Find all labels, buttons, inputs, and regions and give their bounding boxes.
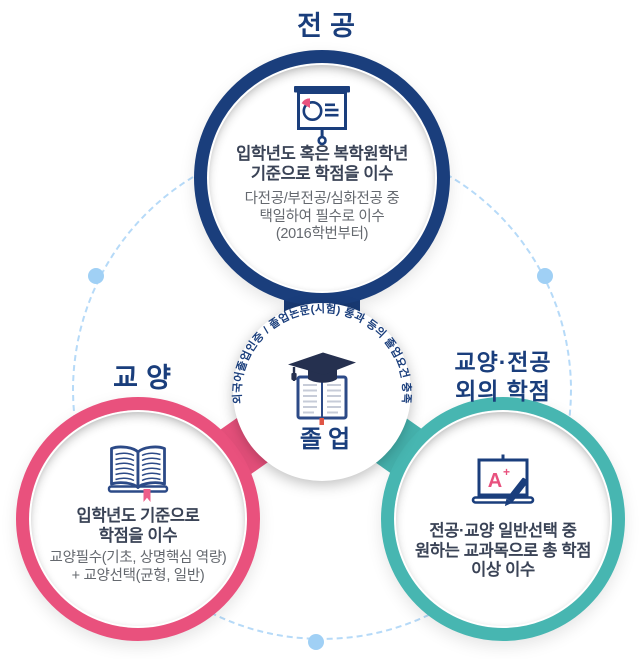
liberal-sub-text: 교양필수(기초, 상명핵심 역량) + 교양선택(균형, 일반) bbox=[8, 550, 268, 585]
presentation-chart-icon bbox=[294, 86, 350, 146]
liberal-sub-line2: + 교양선택(균형, 일반) bbox=[71, 567, 205, 584]
liberal-title: 교양 bbox=[113, 363, 180, 393]
liberal-bold-text: 입학년도 기준으로 학점을 이수 bbox=[13, 507, 263, 546]
other-credits-title-line2: 외의 학점 bbox=[455, 378, 551, 404]
major-sub-text: 다전공/부전공/심화전공 중 택일하여 필수로 이수 (2016학번부터) bbox=[177, 191, 467, 244]
major-sub-line2: 택일하여 필수로 이수 bbox=[259, 208, 385, 225]
other-bold-line1: 전공·교양 일반선택 중 bbox=[429, 522, 577, 540]
other-bold-line3: 이상 이수 bbox=[471, 561, 535, 579]
major-bold-line2: 기준으로 학점을 이수 bbox=[250, 164, 394, 183]
orbit-dot-bottom bbox=[308, 634, 324, 650]
orbit-dot-right bbox=[537, 268, 553, 284]
other-bold-text: 전공·교양 일반선택 중 원하는 교과목으로 총 학점 이상 이수 bbox=[378, 522, 628, 581]
other-credits-title-line1: 교양·전공 bbox=[454, 349, 552, 375]
major-bold-line1: 입학년도 혹은 복학원학년 bbox=[236, 145, 408, 163]
svg-text:A: A bbox=[488, 470, 502, 492]
other-credits-title: 교양·전공 외의 학점 bbox=[403, 348, 603, 406]
graduation-cap-book-icon bbox=[288, 352, 356, 425]
major-bold-text: 입학년도 혹은 복학원학년 기준으로 학점을 이수 bbox=[177, 145, 467, 184]
major-sub-line1: 다전공/부전공/심화전공 중 bbox=[244, 191, 400, 207]
other-bold-line2: 원하는 교과목으로 총 학점 bbox=[414, 541, 592, 560]
svg-text:+: + bbox=[503, 465, 510, 479]
liberal-sub-line1: 교양필수(기초, 상명핵심 역량) bbox=[49, 550, 227, 566]
orbit-dot-left bbox=[88, 268, 104, 284]
laptop-grade-icon: A + bbox=[471, 454, 535, 507]
major-sub-line3: (2016학번부터) bbox=[275, 226, 369, 242]
liberal-bold-line2: 학점을 이수 bbox=[98, 526, 178, 545]
liberal-bold-line1: 입학년도 기준으로 bbox=[76, 507, 200, 525]
graduation-title: 졸업 bbox=[299, 426, 357, 453]
major-title: 전공 bbox=[297, 11, 364, 41]
open-book-icon bbox=[107, 445, 169, 502]
